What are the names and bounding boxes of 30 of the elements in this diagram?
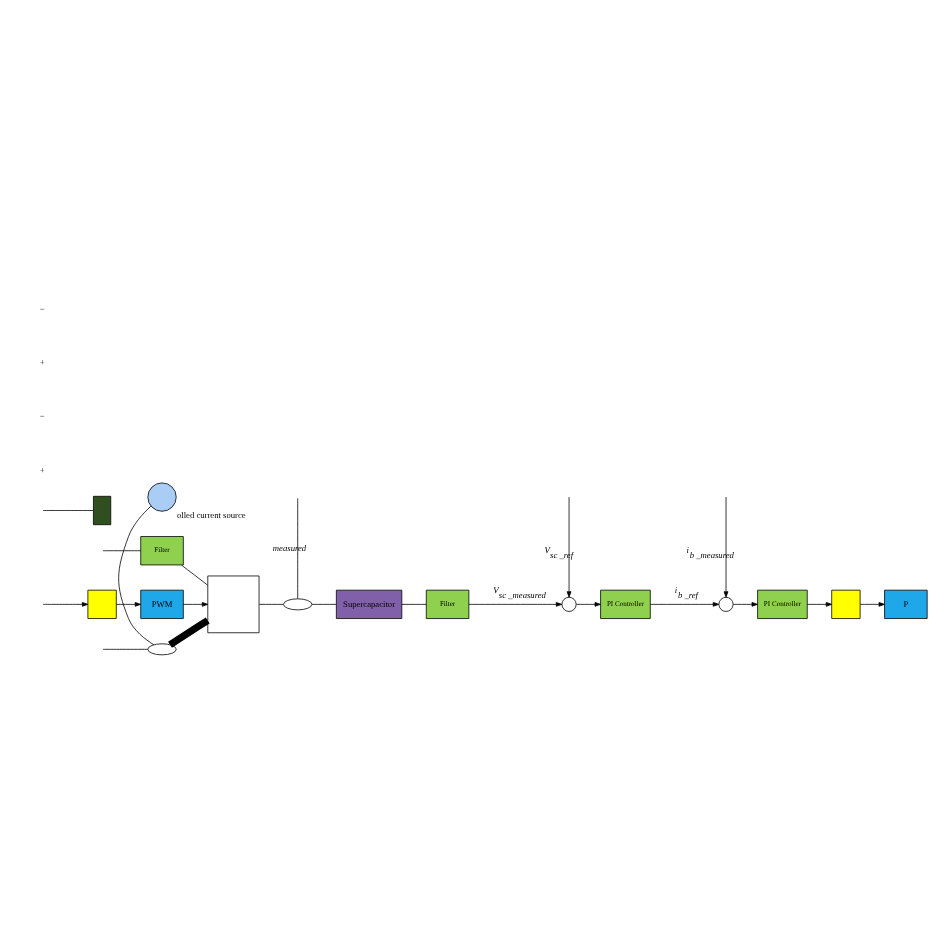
node-circle [561,595,577,611]
node-box [93,494,112,525]
connector [181,563,208,585]
arrow [566,495,572,597]
node-circle [147,481,177,511]
node-box [831,588,861,618]
node-box [207,574,260,633]
connector [168,616,210,647]
arrow [732,601,758,606]
connector [401,602,427,604]
node-ellipse [283,597,313,610]
arrow [650,601,720,606]
connector [311,602,337,604]
arrow [723,495,729,597]
connector [297,497,299,599]
connector [102,549,142,551]
arrow [575,601,601,606]
arrow [116,601,142,606]
connector [258,602,284,604]
arrow [42,601,89,606]
connector [102,647,149,649]
node-box [87,588,117,618]
arrow [806,601,833,606]
arrow [859,601,885,606]
node-ellipse [147,642,177,655]
connector [118,504,155,645]
arrow [183,601,209,606]
connector [42,509,94,510]
node-circle [718,595,734,611]
arrow [468,601,563,606]
